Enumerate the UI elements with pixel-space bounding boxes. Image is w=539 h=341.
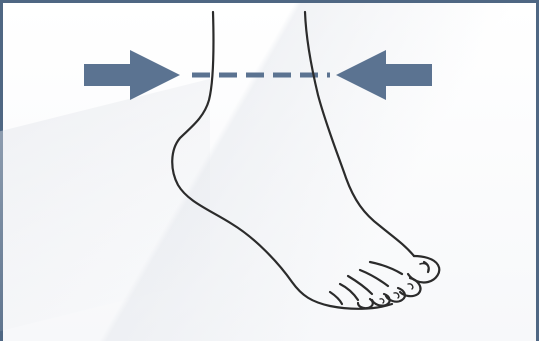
arrow-right-icon bbox=[84, 50, 180, 100]
arrow-left-icon bbox=[336, 50, 432, 100]
foot-outline bbox=[172, 12, 439, 309]
